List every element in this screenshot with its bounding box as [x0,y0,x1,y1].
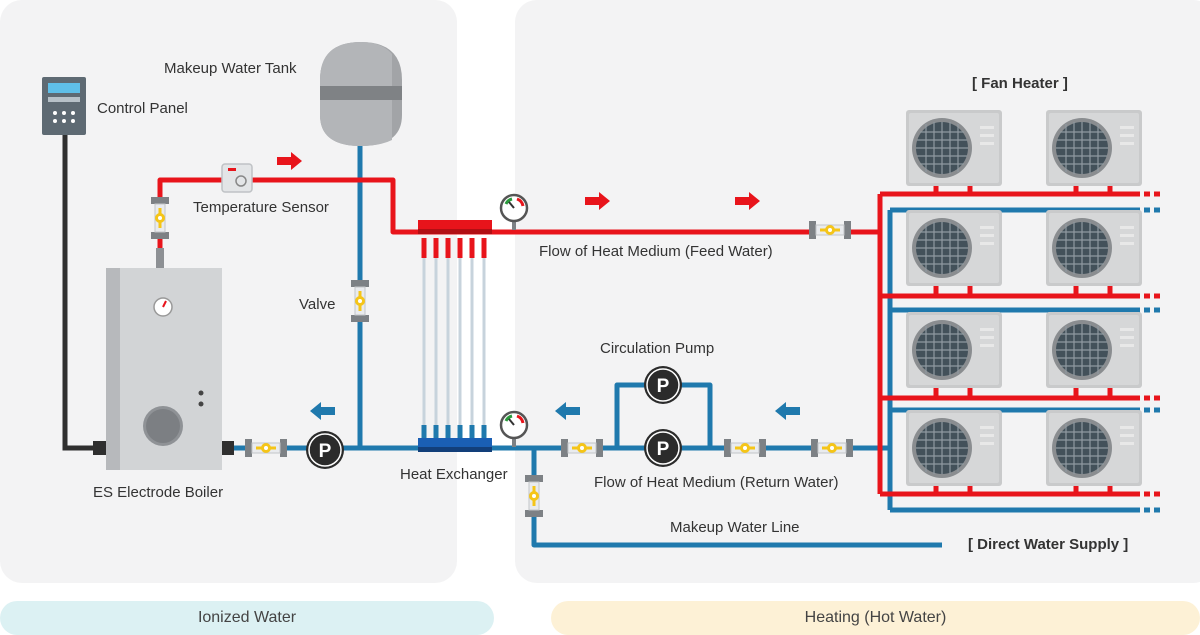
control-panel-icon [42,77,86,135]
right-zone-panel [515,0,1200,583]
electrode-boiler-icon [106,248,222,470]
fan-heater-unit-icon [1045,311,1143,389]
makeup-tank-icon [320,42,402,146]
pump-label: P [319,441,332,462]
makeup-line-label: Makeup Water Line [670,519,800,536]
control-panel-label: Control Panel [97,100,188,117]
pump-label: P [657,439,670,460]
fan-heater-unit-icon [905,109,1003,187]
control-cable [62,135,100,451]
fan-heater-unit-icon [905,409,1003,487]
direct-supply-label: [ Direct Water Supply ] [968,536,1129,553]
heating-zone-label: Heating (Hot Water) [551,601,1200,635]
fan-heater-unit-icon [1045,209,1143,287]
fan-heater-unit-icon [905,209,1003,287]
fan-heater-label: [ Fan Heater ] [972,75,1068,92]
return-pipe-dashes [1144,207,1160,513]
heat-exchanger-icon [418,220,492,452]
pump-label: P [657,376,670,397]
feed-pipes [157,177,1140,497]
temperature-sensor-icon [221,163,253,193]
boiler-label: ES Electrode Boiler [93,484,224,501]
fan-heater-unit-icon [905,311,1003,389]
circulation-pump-label: Circulation Pump [600,340,715,357]
fan-heater-unit-icon [1045,109,1143,187]
heat-exchanger-label: Heat Exchanger [400,466,508,483]
fan-heater-unit-icon [1045,409,1143,487]
feed-flow-arrows [277,152,760,210]
ionized-water-zone-label: Ionized Water [0,601,494,635]
temperature-sensor-label: Temperature Sensor [193,199,329,216]
feed-pipe-dashes [1144,191,1160,497]
feed-water-label: Flow of Heat Medium (Feed Water) [539,243,773,260]
makeup-tank-label: Makeup Water Tank [164,60,297,77]
return-flow-arrows [310,402,800,420]
return-water-label: Flow of Heat Medium (Return Water) [594,474,839,491]
valve-label: Valve [299,296,336,313]
